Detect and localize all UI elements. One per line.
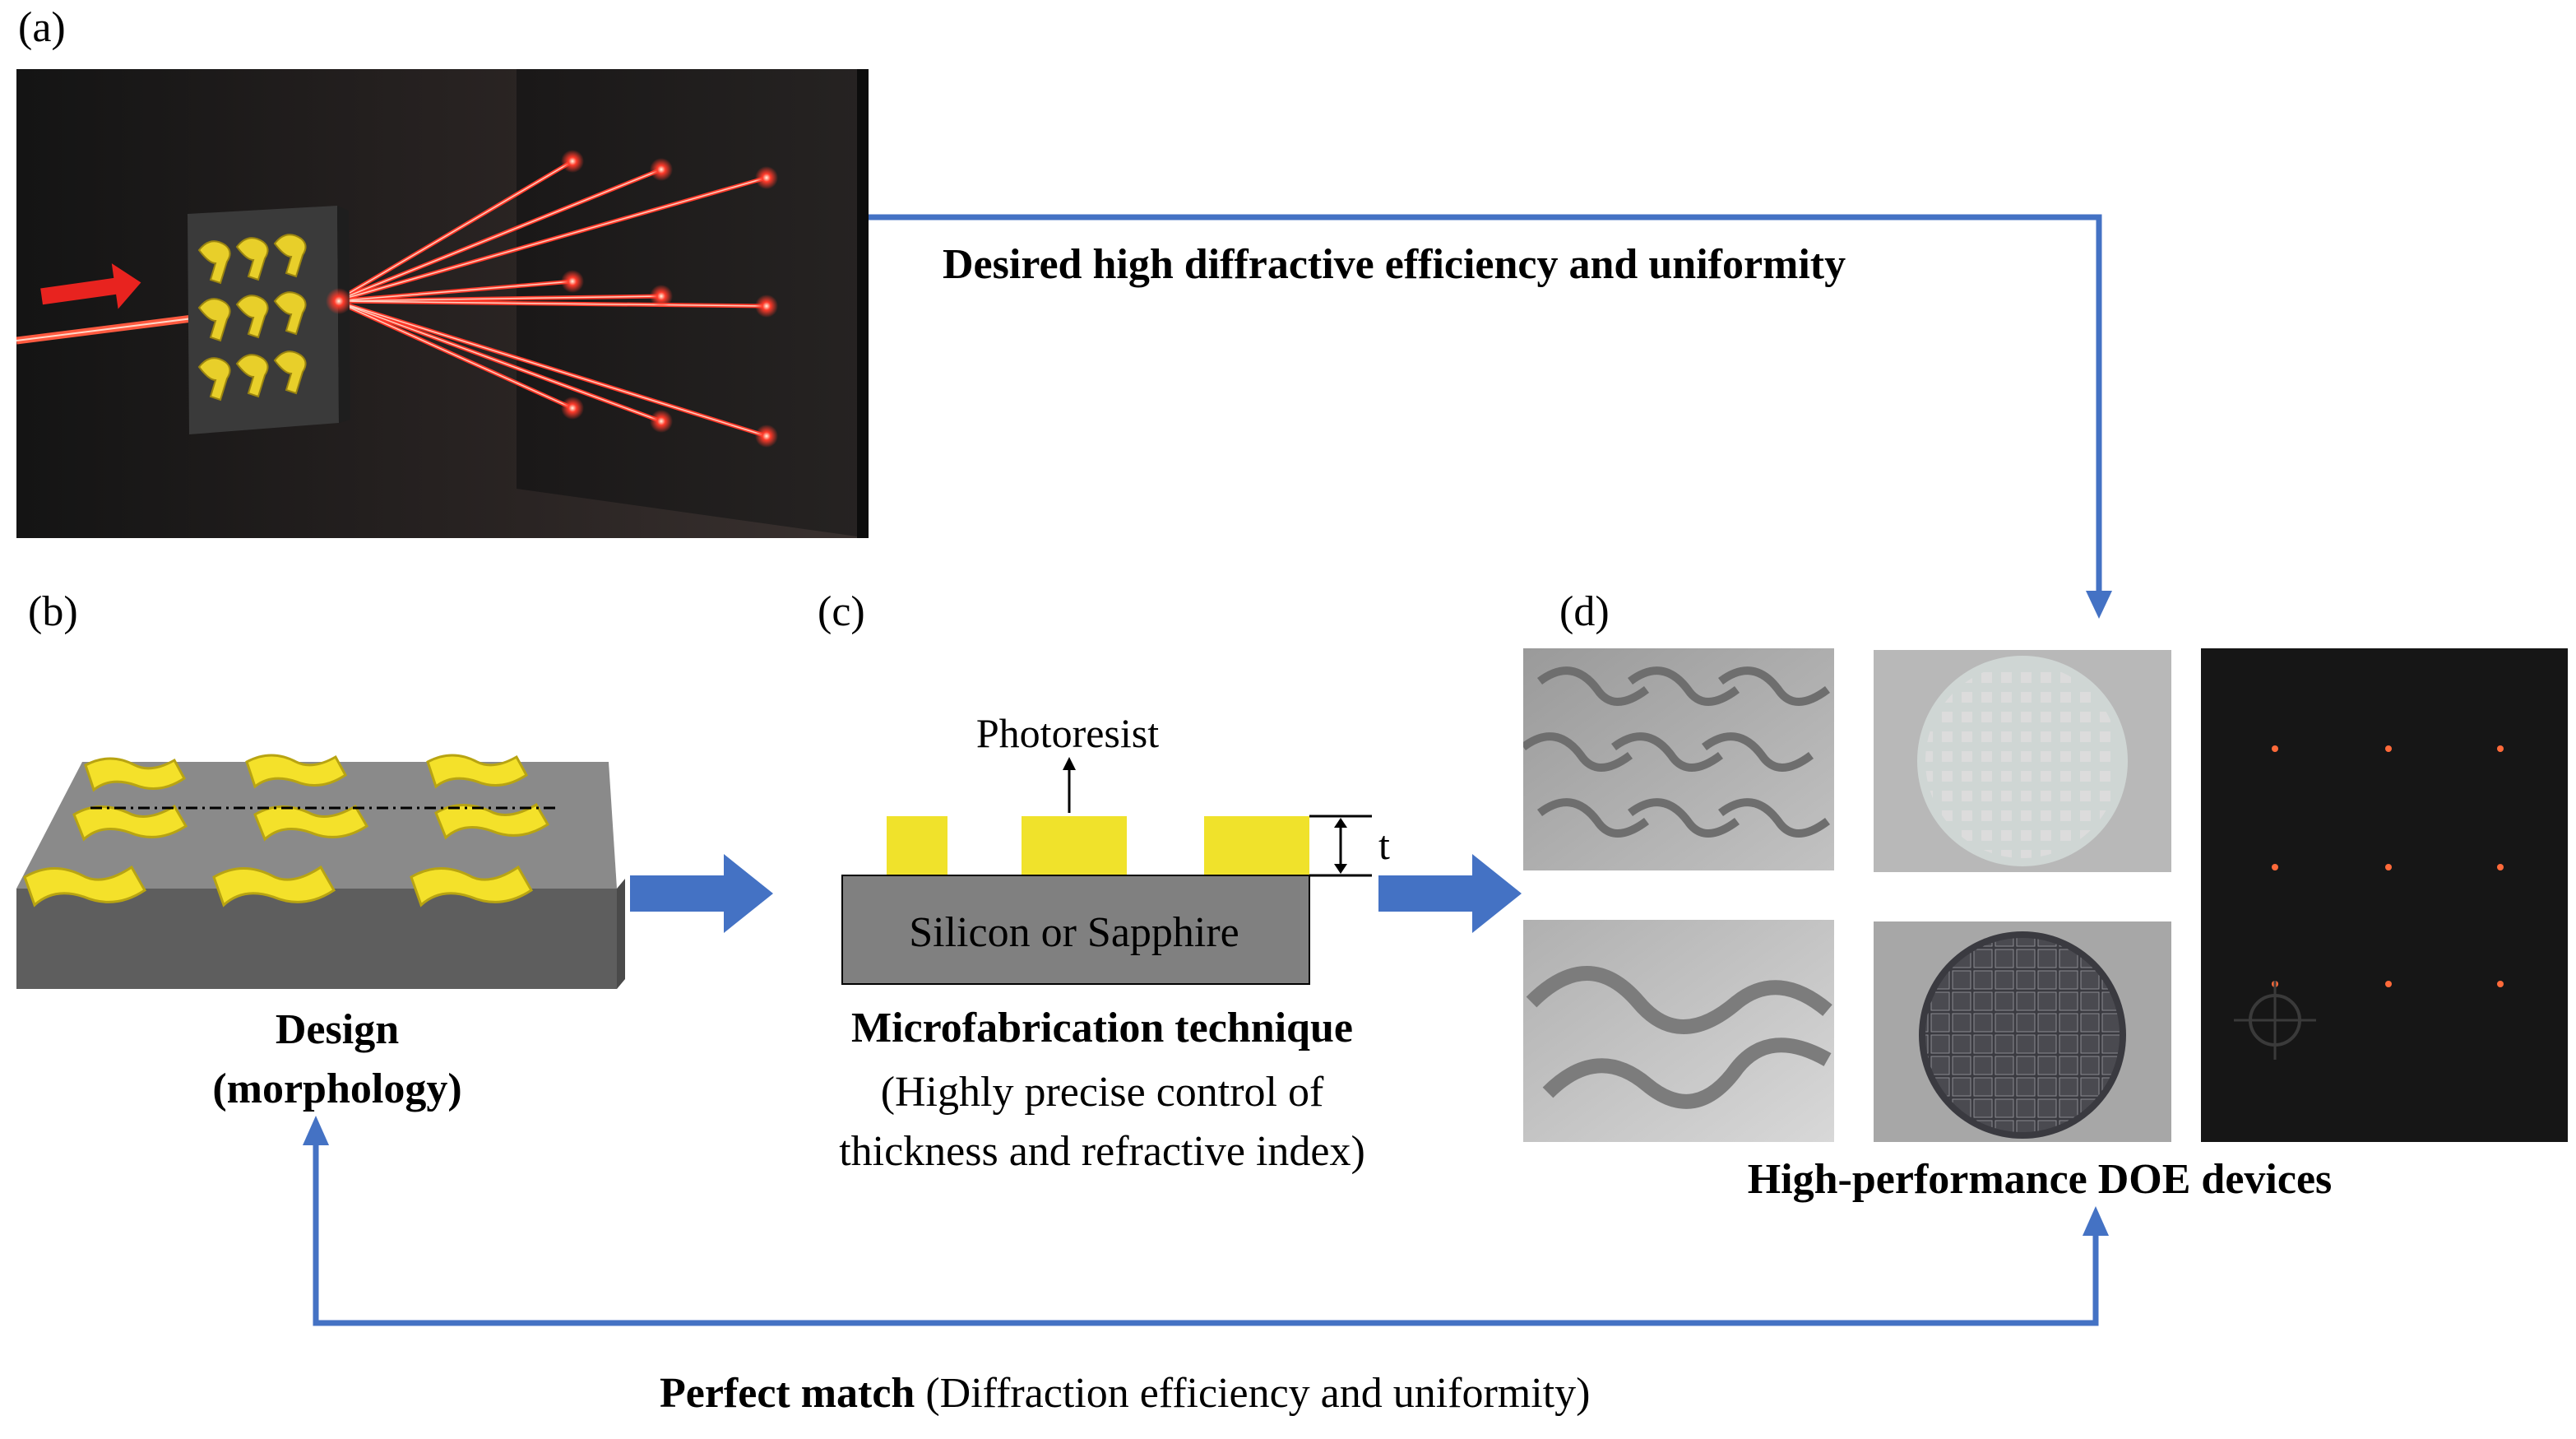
top-connector-line — [869, 214, 2102, 592]
devices-caption: High-performance DOE devices — [1747, 1156, 2333, 1203]
top-flow-label: Desired high diffractive efficiency and … — [943, 241, 1846, 288]
panel-label-c: (c) — [818, 588, 865, 635]
resist-block-3 — [1204, 816, 1309, 875]
panel-label-d: (d) — [1559, 588, 1610, 635]
design-caption-line2: (morphology) — [212, 1065, 462, 1112]
design-morphology-illustration — [16, 754, 625, 989]
thickness-label: t — [1378, 822, 1390, 868]
fab-caption-line2: thickness and refractive index) — [839, 1128, 1365, 1175]
laser-diffraction-illustration — [16, 69, 869, 538]
design-to-fab-arrow — [630, 854, 773, 933]
sem-image-top — [1523, 648, 1834, 870]
panel-label-b: (b) — [28, 588, 78, 635]
substrate-block — [841, 875, 1310, 985]
wafer-image-top — [1874, 650, 2171, 872]
bottom-flow-label-bold: Perfect match — [660, 1370, 915, 1417]
diffraction-dot-pattern — [2201, 648, 2568, 1142]
fab-caption-title: Microfabrication technique — [851, 1005, 1353, 1051]
bottom-flow-label: Perfect match (Diffraction efficiency an… — [660, 1369, 1590, 1418]
bottom-flow-label-rest: (Diffraction efficiency and uniformity) — [915, 1370, 1591, 1417]
sem-image-bottom — [1523, 920, 1834, 1142]
top-connector-arrowhead — [2086, 591, 2112, 619]
bottom-right-arrowhead — [2083, 1206, 2109, 1236]
bottom-connector-line — [313, 1142, 2099, 1326]
fab-to-devices-arrow — [1378, 854, 1522, 933]
doe-device-images — [1523, 648, 2568, 1142]
microfabrication-schematic: Photoresist Silicon or Sapphire t — [841, 710, 1390, 985]
photoresist-label: Photoresist — [976, 710, 1159, 756]
fab-caption-line1: (Highly precise control of — [880, 1069, 1324, 1116]
panel-label-a: (a) — [18, 4, 66, 51]
resist-block-2 — [1022, 816, 1127, 875]
bottom-left-arrowhead — [303, 1116, 329, 1145]
wafer-image-bottom — [1874, 921, 2171, 1142]
resist-block-1 — [887, 816, 947, 875]
design-caption-line1: Design — [275, 1006, 400, 1053]
substrate-label: Silicon or Sapphire — [909, 909, 1239, 956]
